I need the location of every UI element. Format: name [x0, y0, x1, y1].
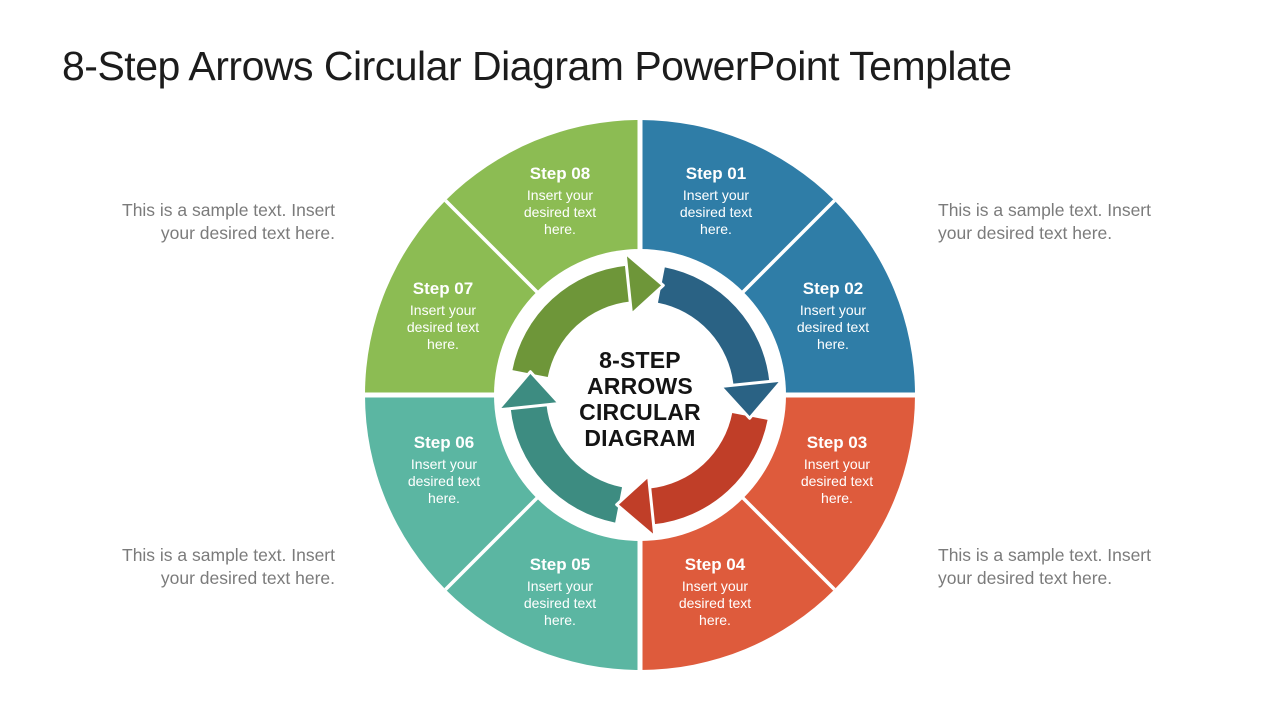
step-01: Step 01 Insert your desired text here.: [673, 164, 759, 238]
arrow-arcs: [510, 265, 770, 525]
step-04-body: Insert your desired text here.: [678, 578, 752, 628]
slide-title: 8-Step Arrows Circular Diagram PowerPoin…: [62, 43, 1012, 89]
step-06: Step 06 Insert your desired text here.: [401, 433, 487, 507]
step-01-label: Step 01: [685, 164, 747, 183]
sample-text-bottom-left: This is a sample text. Insert your desir…: [122, 545, 335, 588]
step-08: Step 08 Insert your desired text here.: [517, 164, 603, 238]
step-01-body: Insert your desired text here.: [679, 187, 753, 237]
step-08-label: Step 08: [529, 164, 591, 183]
step-07-body: Insert your desired text here.: [406, 302, 480, 352]
diagram-center-label: 8-STEP ARROWS CIRCULAR DIAGRAM: [579, 347, 701, 451]
arrow-head-red-icon: [615, 474, 657, 539]
step-02-label: Step 02: [802, 279, 864, 298]
step-06-body: Insert your desired text here.: [407, 456, 481, 506]
step-05: Step 05 Insert your desired text here.: [517, 555, 603, 629]
step-04-label: Step 04: [684, 555, 746, 574]
step-02-body: Insert your desired text here.: [796, 302, 870, 352]
sample-text-bottom-right: This is a sample text. Insert your desir…: [938, 545, 1151, 588]
arrow-arc-blue: [657, 267, 770, 386]
arrow-heads: [496, 251, 784, 539]
arrow-head-blue-icon: [719, 378, 784, 420]
step-05-label: Step 05: [529, 555, 591, 574]
step-07: Step 07 Insert your desired text here.: [400, 279, 486, 353]
arrow-arc-green: [512, 265, 631, 378]
step-03: Step 03 Insert your desired text here.: [794, 433, 880, 507]
step-03-label: Step 03: [806, 433, 868, 452]
sample-text-top-left: This is a sample text. Insert your desir…: [122, 200, 335, 243]
arrow-head-teal-icon: [496, 370, 561, 412]
step-03-body: Insert your desired text here.: [800, 456, 874, 506]
arrow-arc-teal: [510, 404, 623, 523]
arrow-head-green-icon: [623, 251, 665, 316]
arrow-arc-red: [649, 412, 768, 525]
step-08-body: Insert your desired text here.: [523, 187, 597, 237]
step-06-label: Step 06: [413, 433, 475, 452]
step-05-body: Insert your desired text here.: [523, 578, 597, 628]
step-04: Step 04 Insert your desired text here.: [672, 555, 758, 629]
step-02: Step 02 Insert your desired text here.: [790, 279, 876, 353]
step-07-label: Step 07: [412, 279, 474, 298]
sample-text-top-right: This is a sample text. Insert your desir…: [938, 200, 1151, 243]
